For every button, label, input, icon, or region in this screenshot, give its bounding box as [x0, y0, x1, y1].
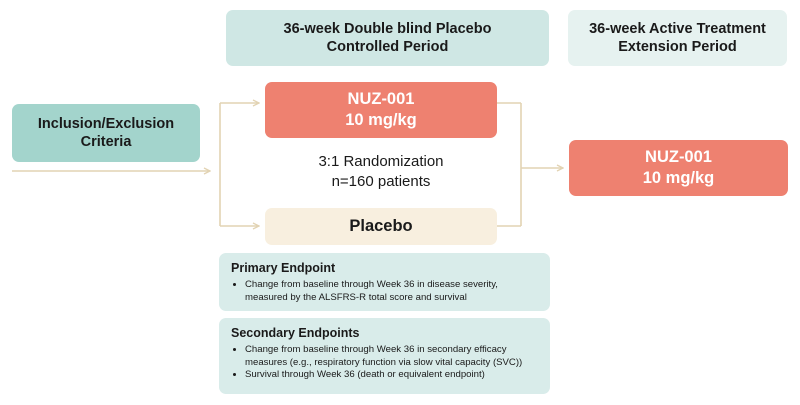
- treatment-arm-box: NUZ-001 10 mg/kg: [265, 82, 497, 138]
- double-blind-header-line1: 36-week Double blind Placebo: [283, 20, 492, 37]
- placebo-arm-box: Placebo: [265, 208, 497, 245]
- extension-header-line1: 36-week Active Treatment: [589, 20, 766, 37]
- extension-arm-dose: 10 mg/kg: [642, 169, 715, 187]
- secondary-endpoints-list: Change from baseline through Week 36 in …: [231, 344, 540, 382]
- primary-endpoint-title: Primary Endpoint: [231, 261, 336, 275]
- double-blind-period-header: 36-week Double blind Placebo Controlled …: [226, 10, 549, 66]
- treatment-arm-name: NUZ-001: [347, 90, 415, 109]
- inclusion-line2: Criteria: [80, 134, 132, 150]
- secondary-endpoints-title: Secondary Endpoints: [231, 326, 360, 340]
- randomization-sample-size: n=160 patients: [331, 172, 431, 190]
- extension-header-line2: Extension Period: [618, 39, 737, 55]
- extension-arm-name: NUZ-001: [645, 148, 712, 167]
- primary-endpoint-item: Change from baseline through Week 36 in …: [245, 279, 540, 304]
- extension-arm-box: NUZ-001 10 mg/kg: [569, 140, 788, 196]
- inclusion-exclusion-box: Inclusion/Exclusion Criteria: [12, 104, 200, 162]
- secondary-endpoint-item: Survival through Week 36 (death or equiv…: [245, 369, 540, 382]
- placebo-arm-name: Placebo: [349, 217, 413, 236]
- double-blind-header-line2: Controlled Period: [326, 39, 449, 55]
- secondary-endpoints-box: Secondary Endpoints Change from baseline…: [219, 318, 550, 394]
- inclusion-line1: Inclusion/Exclusion: [37, 115, 175, 132]
- randomization-label: 3:1 Randomization n=160 patients: [265, 152, 497, 191]
- extension-period-header: 36-week Active Treatment Extension Perio…: [568, 10, 787, 66]
- treatment-arm-dose: 10 mg/kg: [345, 111, 417, 129]
- primary-endpoint-box: Primary Endpoint Change from baseline th…: [219, 253, 550, 311]
- primary-endpoint-list: Change from baseline through Week 36 in …: [231, 279, 540, 304]
- randomization-ratio: 3:1 Randomization: [318, 153, 444, 170]
- secondary-endpoint-item: Change from baseline through Week 36 in …: [245, 344, 540, 369]
